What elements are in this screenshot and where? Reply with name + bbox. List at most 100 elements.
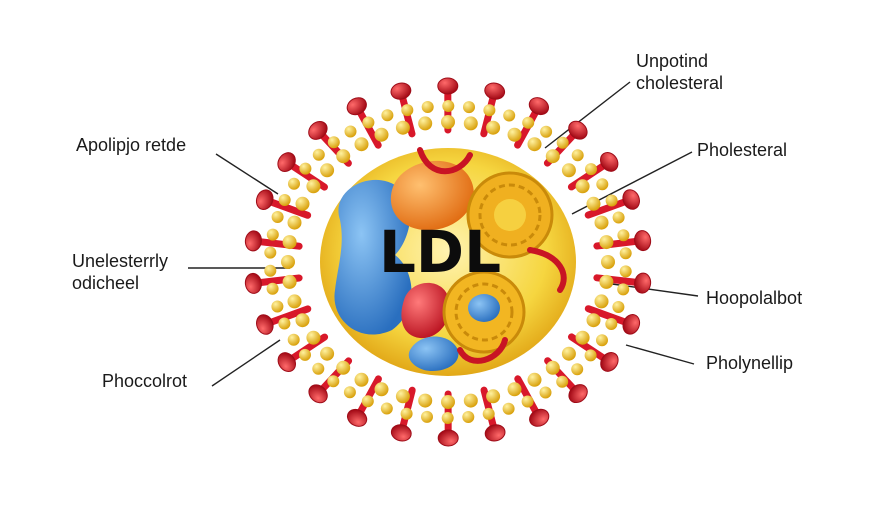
phospholipid-bead xyxy=(619,265,632,278)
phospholipid-bead xyxy=(585,163,597,176)
phospholipid-bead xyxy=(463,116,478,131)
label-right-3: Pholynellip xyxy=(706,353,794,373)
phospholipid-bead xyxy=(463,101,475,114)
phospholipid-bead xyxy=(336,149,351,164)
leader-right-3 xyxy=(625,344,695,365)
phospholipid-bead xyxy=(374,127,389,142)
phospholipid-bead xyxy=(586,196,601,211)
phospholipid-bead xyxy=(281,255,295,269)
coil-lower-right xyxy=(442,270,526,354)
phospholipid-bead xyxy=(287,215,302,230)
phospholipid-bead xyxy=(561,346,576,361)
red-fibers xyxy=(417,147,567,364)
phospholipid-bead xyxy=(522,116,535,129)
phospholipid-bead xyxy=(462,411,475,423)
phospholipid-bead xyxy=(605,194,618,207)
phospholipid-bead xyxy=(545,360,560,375)
phospholipid-bead xyxy=(571,363,584,376)
phospholipid-bead xyxy=(299,162,312,175)
phospholipid-bead xyxy=(395,120,410,135)
label-left-2-line-1: Unelesterrly xyxy=(72,251,169,271)
apolipoprotein-stalk xyxy=(256,305,312,335)
phospholipid-bead xyxy=(312,362,325,375)
phospholipid-bead xyxy=(320,163,335,178)
phospholipid-bead xyxy=(401,104,414,117)
phospholipid-bead xyxy=(596,178,609,191)
phospholipid-bead xyxy=(556,136,569,149)
label-top-right-line-1: Unpotind xyxy=(636,51,709,71)
label-left-2-line-2: odicheel xyxy=(72,273,140,293)
phospholipid-bead xyxy=(264,264,277,277)
blue-lobe-bottom xyxy=(408,336,459,372)
phospholipid-bead xyxy=(586,313,601,328)
phospholipid-bead xyxy=(482,407,495,420)
phospholipid-bead xyxy=(306,330,321,345)
coil-upper-right xyxy=(466,171,554,259)
phospholipid-bead xyxy=(295,196,310,211)
leader-left-1 xyxy=(215,153,279,195)
phospholipid-bead xyxy=(374,382,389,397)
phospholipid-bead xyxy=(521,395,534,408)
phospholipid-bead xyxy=(327,136,340,149)
red-lobe xyxy=(401,282,451,339)
phospholipid-bead xyxy=(596,334,608,347)
phospholipid-bead xyxy=(486,389,501,404)
phospholipid-bead xyxy=(441,395,455,409)
phospholipid-bead xyxy=(507,127,522,142)
phospholipid-bead xyxy=(327,375,340,388)
apolipoprotein-stalk xyxy=(584,305,641,335)
phospholipid-bead xyxy=(617,229,630,242)
phospholipid-bead xyxy=(362,116,375,129)
phospholipid-bead xyxy=(421,101,434,113)
phospholipid-bead xyxy=(561,163,576,178)
phospholipid-bead xyxy=(619,247,632,260)
phospholipid-bead xyxy=(483,104,496,117)
label-left-3: Phoccolrot xyxy=(102,371,188,391)
phospholipid-bead xyxy=(282,235,297,250)
phospholipid-bead xyxy=(278,194,291,206)
leader-lines xyxy=(188,81,699,387)
label-left-2: Unelesterrly odicheel xyxy=(72,250,168,294)
phospholipid-bead xyxy=(287,333,300,346)
phospholipid-bead xyxy=(381,109,394,122)
center-title: LDL xyxy=(379,218,501,286)
phospholipid-bead xyxy=(599,235,614,250)
phospholipid-bead xyxy=(441,115,455,129)
phospholipid-bead xyxy=(507,382,522,397)
phospholipid-bead xyxy=(320,346,335,361)
phospholipid-bead xyxy=(418,116,433,131)
phospholipid-bead xyxy=(288,177,300,190)
phospholipid-bead xyxy=(295,313,310,328)
phospholipid-bead xyxy=(605,318,618,330)
phospholipid-bead xyxy=(571,149,584,162)
phospholipid-bead xyxy=(361,395,374,408)
phospholipid-bead xyxy=(584,349,597,362)
phospholipid-bead xyxy=(343,386,356,399)
phospholipid-bead xyxy=(287,294,302,309)
phospholipid-bead xyxy=(540,125,553,138)
phospholipid-bead xyxy=(312,148,325,161)
orange-lobe xyxy=(390,160,474,231)
label-top-right: Unpotind cholesteral xyxy=(636,50,723,94)
phospholipid-bead xyxy=(380,402,393,415)
phospholipid-bead xyxy=(354,137,369,152)
phospholipid-bead xyxy=(442,100,455,112)
phospholipid-bead xyxy=(282,274,297,289)
phospholipid-bead xyxy=(271,300,284,313)
phospholipid-bead xyxy=(344,125,357,138)
phospholipid-bead xyxy=(271,211,284,223)
phospholipid-bead xyxy=(421,410,433,423)
phospholipid-bead xyxy=(612,211,625,224)
apolipoprotein-stalk xyxy=(255,189,312,219)
phospholipid-bead xyxy=(617,283,630,296)
label-right-2: Hoopolalbot xyxy=(706,288,803,308)
leader-top-right xyxy=(544,81,631,149)
phospholipid-bead xyxy=(601,255,615,269)
label-right-1: Pholesteral xyxy=(697,140,788,160)
phospholipid-bead xyxy=(418,393,433,408)
phospholipid-bead xyxy=(502,402,515,415)
phospholipid-bead xyxy=(266,228,279,241)
phospholipid-bead xyxy=(264,246,277,259)
phospholipid-bead xyxy=(299,348,311,361)
